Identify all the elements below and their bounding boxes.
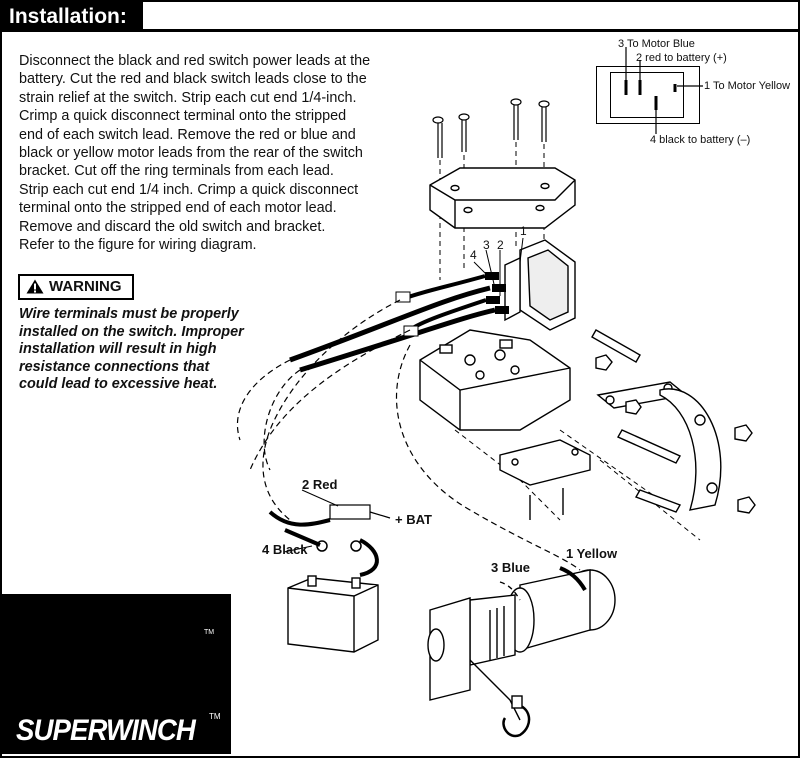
instruction-line: Refer to the figure for wiring diagram. xyxy=(19,237,257,254)
terminal-label-3: 3 xyxy=(483,238,490,252)
control-box xyxy=(419,329,571,431)
instruction-line: Crimp a quick disconnect terminal onto t… xyxy=(19,108,347,125)
terminal-leaders xyxy=(473,237,524,296)
blue-wire-label: 3 Blue xyxy=(491,560,531,575)
instruction-line: battery. Cut the red and black switch le… xyxy=(19,71,367,88)
section-header: Installation: xyxy=(2,2,143,32)
winch xyxy=(427,569,616,738)
switch-cover-plate xyxy=(429,167,576,229)
instructions-text: Disconnect the black and red switch powe… xyxy=(19,52,419,254)
instruction-line: terminal onto the stripped end of each m… xyxy=(19,200,337,217)
plug-label-3: 3 To Motor Blue xyxy=(618,38,695,50)
plug-label-4: 4 black to battery (–) xyxy=(650,134,751,146)
plug-pins xyxy=(624,47,703,134)
header-rule xyxy=(136,29,798,32)
warning-text: Wire terminals must be properly installe… xyxy=(19,306,319,394)
instruction-line: strain relief at the switch. Strip each … xyxy=(19,89,357,106)
red-wire-label: 2 Red xyxy=(302,477,338,492)
winch-cables xyxy=(499,566,587,601)
plug-label-1: 1 To Motor Yellow xyxy=(704,80,791,92)
screws xyxy=(432,98,550,158)
instruction-line: Disconnect the black and red switch powe… xyxy=(19,53,371,69)
warning-line: could lead to excessive heat. xyxy=(19,376,218,392)
plug-label-2: 2 red to battery (+) xyxy=(636,52,727,64)
battery-cables xyxy=(268,489,391,577)
mounting-hardware xyxy=(591,329,756,514)
warning-line: resistance connections that xyxy=(19,358,210,375)
instruction-line: bracket. Cut off the ring terminals from… xyxy=(19,163,334,180)
warning-label: WARNING xyxy=(49,278,122,295)
rocker-switch xyxy=(504,239,576,331)
superwinch-logo-panel: SUPERWINCH TM TM xyxy=(2,594,231,754)
mounting-bracket xyxy=(499,439,591,520)
s-logo-tm: TM xyxy=(204,629,215,636)
yellow-wire-label: 1 Yellow xyxy=(566,546,618,561)
instruction-line: black or yellow motor leads from the rea… xyxy=(19,145,363,162)
plug-outline xyxy=(596,66,700,124)
wordmark-tm: TM xyxy=(209,712,221,721)
instruction-line: Strip each cut end 1/4 inch. Crimp a qui… xyxy=(19,181,359,198)
warning-line: Wire terminals must be properly xyxy=(19,306,239,322)
black-wire-label: 4 Black xyxy=(262,542,308,557)
plug-face xyxy=(610,72,684,118)
terminal-label-2: 2 xyxy=(497,238,504,252)
superwinch-wordmark: SUPERWINCH xyxy=(16,714,196,747)
warning-line: installation will result in high xyxy=(19,341,217,357)
warning-line: installed on the switch. Improper xyxy=(19,323,244,340)
battery xyxy=(287,575,379,653)
instruction-line: end of each switch lead. Remove the red … xyxy=(19,126,356,143)
terminal-label-4: 4 xyxy=(470,248,477,262)
terminal-label-1: 1 xyxy=(520,224,527,238)
instruction-line: Remove and discard the old switch and br… xyxy=(19,218,326,235)
bat-label: + BAT xyxy=(395,512,432,527)
motor-wire-dashed xyxy=(236,299,581,571)
warning-triangle-icon xyxy=(26,279,44,294)
switch-wires xyxy=(289,274,496,373)
warning-badge: WARNING xyxy=(18,274,134,300)
